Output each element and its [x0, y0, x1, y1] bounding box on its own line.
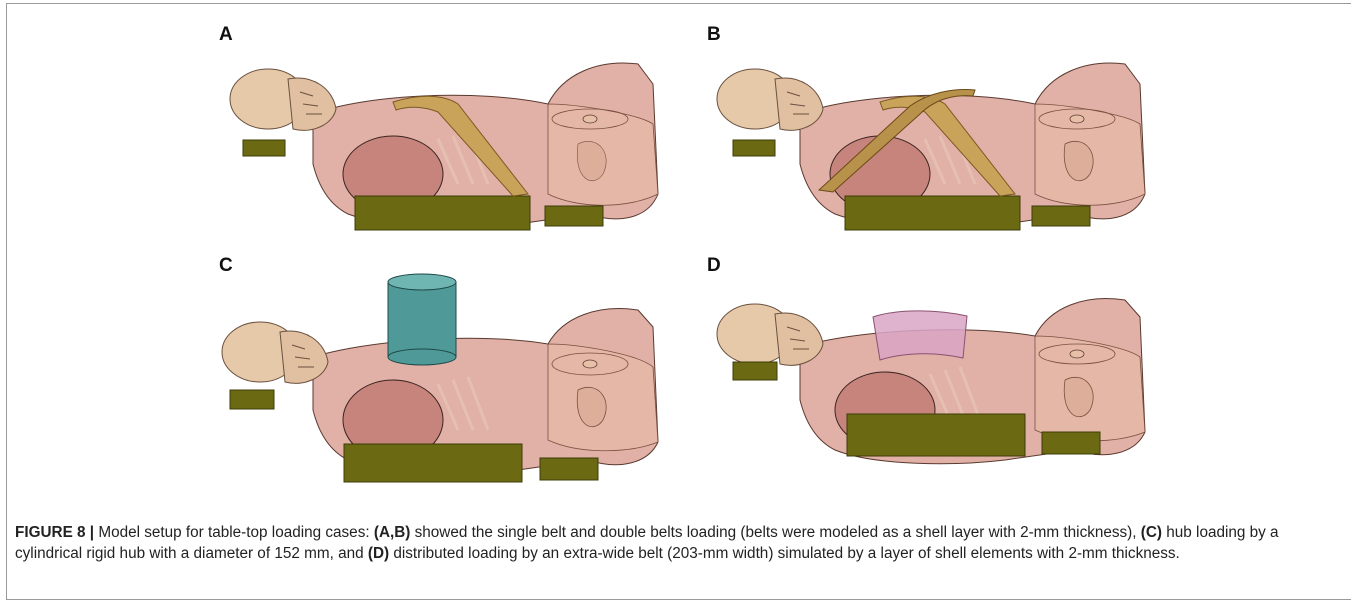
head-model — [717, 69, 823, 130]
panel-label-b: B — [707, 24, 721, 46]
caption-text-4: distributed loading by an extra-wide bel… — [389, 545, 1180, 562]
panel-b-model — [705, 44, 1165, 244]
pelvis-support — [1032, 206, 1090, 226]
pelvis-support — [1042, 432, 1100, 454]
torso-support — [845, 196, 1020, 230]
panel-a-model — [218, 44, 678, 244]
head-support — [243, 140, 285, 156]
figure-caption: FIGURE 8 | Model setup for table-top loa… — [15, 522, 1335, 564]
torso-support — [847, 414, 1025, 456]
pelvis-support — [545, 206, 603, 226]
pelvis-support — [540, 458, 598, 480]
head-model — [222, 322, 328, 383]
head-support — [733, 140, 775, 156]
caption-ref-ab: (A,B) — [374, 524, 411, 541]
caption-text-2: showed the single belt and double belts … — [410, 524, 1140, 541]
head-support — [733, 362, 777, 380]
head-model — [230, 69, 336, 130]
panel-label-a: A — [219, 24, 233, 46]
caption-text-1: Model setup for table-top loading cases: — [94, 524, 374, 541]
panel-d-model — [705, 272, 1165, 477]
figure-label: FIGURE 8 | — [15, 524, 94, 541]
caption-ref-c: (C) — [1141, 524, 1162, 541]
head-model — [717, 304, 823, 365]
torso-support — [355, 196, 530, 230]
wide-belt — [873, 311, 967, 360]
panel-c-model — [218, 272, 678, 487]
caption-ref-d: (D) — [368, 545, 389, 562]
torso-support — [344, 444, 522, 482]
head-support — [230, 390, 274, 409]
rigid-hub — [388, 274, 456, 365]
